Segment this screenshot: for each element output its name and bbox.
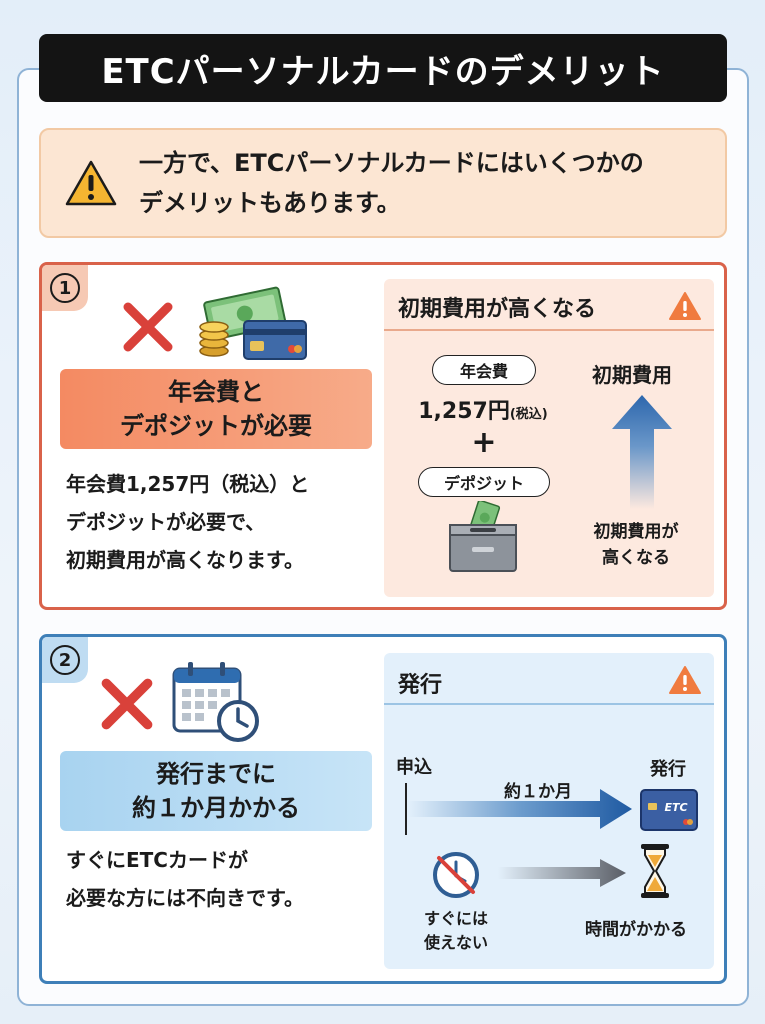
page-title: ETCパーソナルカードのデメリット — [39, 34, 727, 102]
section-number-badge: 2 — [42, 637, 88, 683]
headline-line-1: 発行までに — [156, 760, 276, 788]
warning-icon — [669, 666, 701, 694]
annual-fee-amount: 1,257円(税込) — [408, 393, 558, 425]
panel-divider — [384, 703, 714, 705]
headline-line-2: 約１か月かかる — [132, 794, 300, 822]
gray-arrow-icon — [498, 859, 626, 887]
notice-line-1: 一方で、ETCパーソナルカードにはいくつかの — [139, 149, 644, 177]
plus-sign: + — [471, 425, 497, 460]
desc-line-2: デポジットが必要で、 — [66, 510, 266, 534]
cost-caption: 初期費用が 高くなる — [580, 519, 692, 571]
tax-note: (税込) — [509, 407, 548, 422]
desc-line-1: すぐにETCカードが — [66, 848, 248, 872]
cost-label: 初期費用 — [592, 363, 672, 387]
money-and-card-icon — [199, 286, 307, 360]
section-number: 2 — [50, 645, 80, 675]
issuance-panel: 発行 申込 発行 約１か月 ETC — [384, 653, 714, 969]
section-headline: 年会費と デポジットが必要 — [60, 369, 372, 449]
notice-box: 一方で、ETCパーソナルカードにはいくつかの デメリットもあります。 — [39, 128, 727, 238]
notice-text: 一方で、ETCパーソナルカードにはいくつかの デメリットもあります。 — [139, 143, 644, 223]
section-number-badge: 1 — [42, 265, 88, 311]
warning-icon — [669, 292, 701, 320]
cost-caption-line-1: 初期費用が — [593, 522, 679, 542]
not-immediate-line-2: 使えない — [423, 933, 488, 952]
panel-divider — [384, 329, 714, 331]
deposit-box-icon — [449, 501, 517, 572]
apply-label: 申込 — [396, 757, 432, 778]
warning-icon — [65, 160, 117, 206]
section-issuance-time: 2 発行までに 約１か月かかる すぐにETCカードが 必要な方には不向きです。 … — [39, 634, 727, 984]
issue-label: 発行 — [650, 759, 686, 780]
up-arrow-icon — [612, 395, 672, 509]
no-clock-icon — [433, 852, 479, 898]
section-initial-cost: 1 年会費と デポジットが必要 年会費1,257円（税込）と デポジットが必要で… — [39, 262, 727, 610]
not-immediate-line-1: すぐには — [423, 909, 488, 928]
desc-line-1: 年会費1,257円（税込）と — [66, 472, 310, 496]
cost-caption-line-2: 高くなる — [602, 548, 670, 568]
initial-cost-panel: 初期費用が高くなる 年会費 1,257円(税込) + デポジット 初期費用 — [384, 279, 714, 597]
annual-fee-pill: 年会費 — [432, 355, 536, 385]
card-text: ETC — [664, 801, 688, 814]
etc-card-icon — [640, 789, 698, 831]
not-immediate-caption: すぐには 使えない — [406, 907, 506, 955]
duration-label: 約１か月 — [504, 782, 572, 802]
takes-time-label: 時間がかかる — [585, 920, 687, 940]
x-mark-icon — [123, 302, 173, 352]
annual-fee-value: 1,257円 — [418, 399, 510, 424]
x-mark-icon — [101, 678, 153, 730]
section-description: 年会費1,257円（税込）と デポジットが必要で、 初期費用が高くなります。 — [66, 465, 309, 579]
panel-title: 発行 — [398, 673, 443, 698]
headline-line-2: デポジットが必要 — [120, 412, 312, 440]
desc-line-2: 必要な方には不向きです。 — [66, 886, 304, 910]
section-number: 1 — [50, 273, 80, 303]
section-description: すぐにETCカードが 必要な方には不向きです。 — [66, 841, 304, 917]
headline-line-1: 年会費と — [168, 378, 264, 406]
notice-line-2: デメリットもあります。 — [139, 189, 401, 217]
desc-line-3: 初期費用が高くなります。 — [66, 548, 304, 572]
hourglass-icon — [641, 844, 669, 898]
section-headline: 発行までに 約１か月かかる — [60, 751, 372, 831]
timeline-arrow-icon — [405, 783, 632, 835]
deposit-pill: デポジット — [418, 467, 550, 497]
panel-title: 初期費用が高くなる — [398, 297, 597, 322]
calendar-clock-icon — [172, 662, 259, 742]
